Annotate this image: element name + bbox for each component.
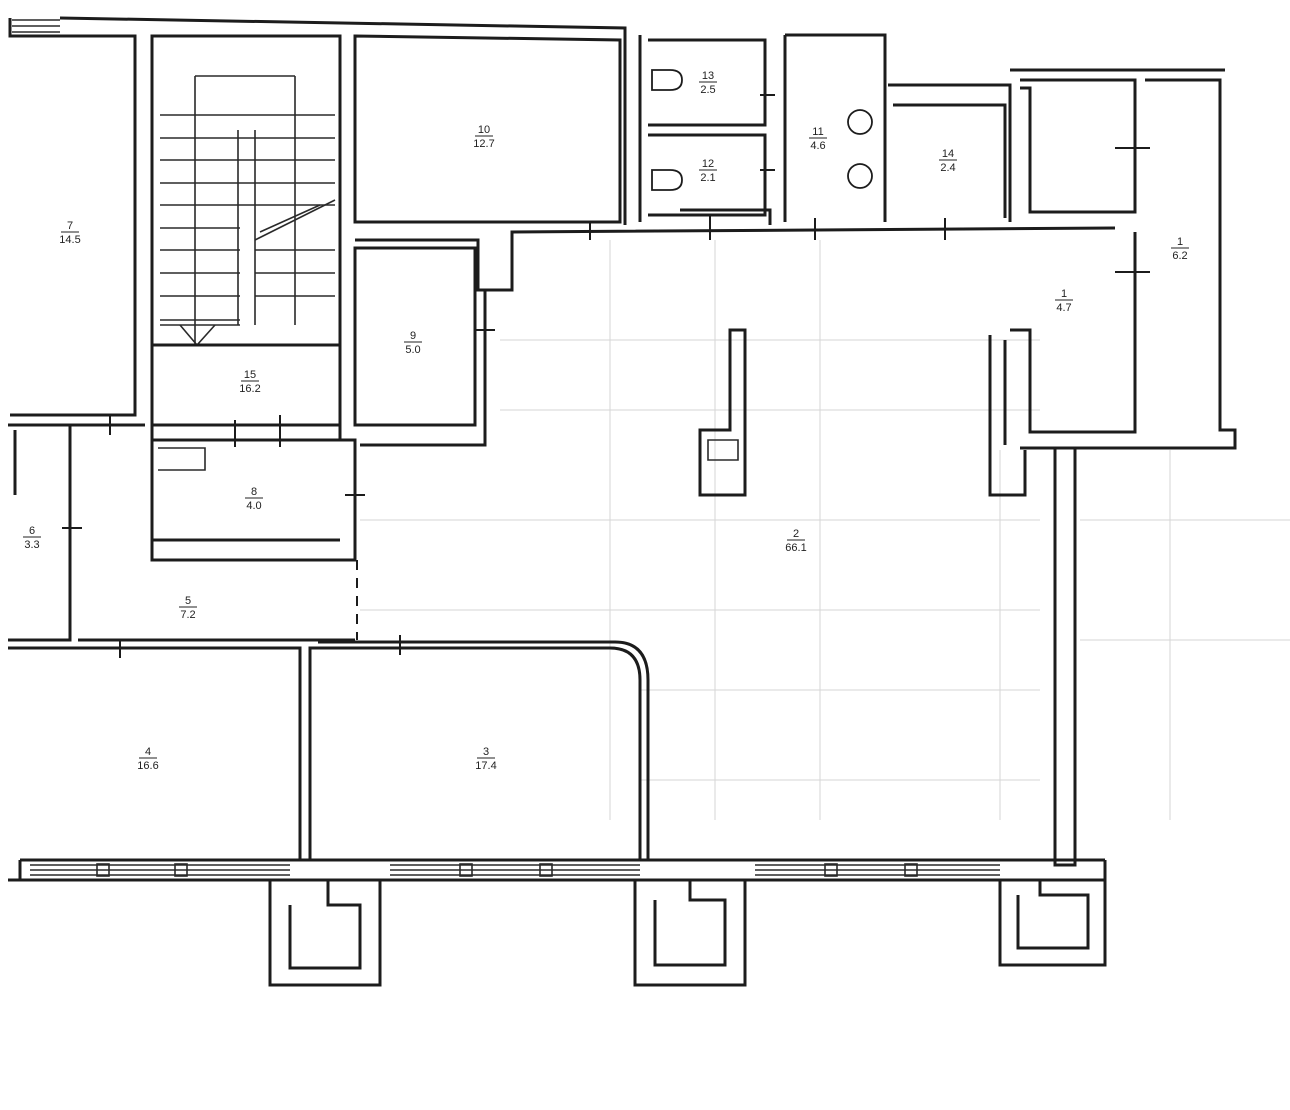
room-number: 9: [410, 330, 416, 342]
room-area: 16.2: [239, 383, 260, 395]
room-label-6: 63.3: [23, 525, 41, 551]
room-number: 6: [29, 525, 35, 537]
room-number: 15: [244, 369, 256, 381]
room-area: 4.0: [246, 500, 261, 512]
room-number: 1: [1061, 288, 1067, 300]
room-number: 12: [702, 158, 714, 170]
background-grid: [360, 240, 1290, 820]
room-area: 2.4: [940, 162, 955, 174]
room-number: 14: [942, 148, 954, 160]
room-number: 5: [185, 595, 191, 607]
room-area: 4.6: [810, 140, 825, 152]
room-area: 3.3: [24, 539, 39, 551]
room-label-1: 14.7: [1055, 288, 1073, 314]
room-number: 8: [251, 486, 257, 498]
room-area: 2.1: [700, 172, 715, 184]
room-label-4: 416.6: [137, 746, 158, 772]
room-area: 16.6: [137, 760, 158, 772]
room-label-7: 714.5: [59, 220, 80, 246]
room-area: 66.1: [785, 542, 806, 554]
room-label-1b: 16.2: [1171, 236, 1189, 262]
room-number: 10: [478, 124, 490, 136]
room-number: 3: [483, 746, 489, 758]
toilet-icon: [651, 169, 683, 191]
room-label-10: 10 12.7: [473, 124, 494, 150]
room-number: 2: [793, 528, 799, 540]
room-label-14: 142.4: [939, 148, 957, 174]
room-area: 5.0: [405, 344, 420, 356]
room-label-9: 95.0: [404, 330, 422, 356]
room-label-8: 84.0: [245, 486, 263, 512]
room-area: 14.5: [59, 234, 80, 246]
room-area: 12.7: [473, 138, 494, 150]
door-markers: [62, 94, 1150, 658]
sanitary-fixtures: [651, 69, 873, 191]
room-label-13: 132.5: [699, 70, 717, 96]
room-area: 7.2: [180, 609, 195, 621]
room-number: 1: [1177, 236, 1183, 248]
room-number: 7: [67, 220, 73, 232]
room-area: 17.4: [475, 760, 496, 772]
room-area: 4.7: [1056, 302, 1071, 314]
room-label-11: 114.6: [809, 126, 827, 152]
room-area: 6.2: [1172, 250, 1187, 262]
room-number: 4: [145, 746, 151, 758]
room-label-3: 317.4: [475, 746, 496, 772]
sink-icon: [847, 109, 873, 135]
room-label-15: 15 16.2: [239, 369, 260, 395]
room-area: 2.5: [700, 84, 715, 96]
room-number: 13: [702, 70, 714, 82]
sink-icon: [847, 163, 873, 189]
room-label-2: 266.1: [785, 528, 806, 554]
room-labels: 14.716.2266.1317.4416.657.263.3714.584.0…: [23, 70, 1189, 772]
walls: [8, 16, 1237, 987]
toilet-icon: [651, 69, 683, 91]
room-number: 11: [812, 126, 823, 138]
room-label-12: 122.1: [699, 158, 717, 184]
room-label-5: 57.2: [179, 595, 197, 621]
